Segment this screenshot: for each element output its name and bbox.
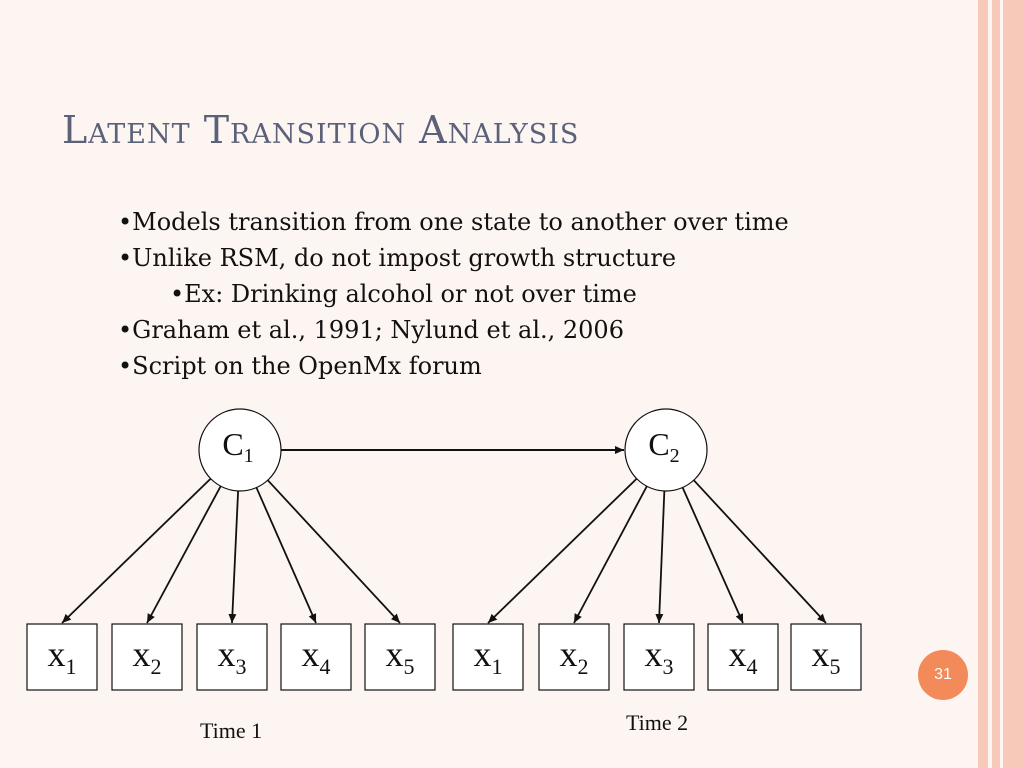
indicator-label: x3 [645, 634, 674, 679]
indicator-label: x3 [218, 634, 247, 679]
time-label-2: Time 2 [626, 710, 689, 735]
slide-title: Latent Transition Analysis [62, 108, 580, 152]
indicator-box [452, 623, 524, 691]
indicator-box [790, 623, 862, 691]
indicator-box [623, 623, 695, 691]
indicator-box [26, 623, 98, 691]
page-number-badge: 31 [918, 650, 968, 700]
indicator-box [707, 623, 779, 691]
indicator-box [364, 623, 436, 691]
loading-arrow [573, 485, 648, 624]
bullet-item: •Graham et al., 1991; Nylund et al., 200… [118, 316, 624, 344]
indicator-nodes: x1 x2 x3 x4 x5 x1 x2 x3 x4 x5 [26, 623, 862, 691]
indicator-box [196, 623, 268, 691]
right-border-stripe [978, 0, 988, 768]
loading-arrow [61, 478, 212, 624]
loading-arrow [267, 479, 401, 624]
latent-class-node [624, 408, 708, 492]
loading-arrow [681, 487, 744, 624]
loading-arrow [693, 479, 827, 624]
bullet-item: •Script on the OpenMx forum [118, 352, 482, 380]
indicator-label: x2 [560, 634, 589, 679]
latent-node-label: C2 [648, 426, 679, 467]
latent-nodes: C1 C2 [198, 408, 708, 492]
loading-arrow [487, 478, 638, 624]
indicator-label: x4 [302, 634, 331, 679]
indicator-label: x1 [48, 634, 77, 679]
loading-arrow [228, 490, 240, 624]
right-border-gap [1000, 0, 1003, 768]
indicator-box [280, 623, 352, 691]
indicator-label: x1 [474, 634, 503, 679]
bullet-item: •Unlike RSM, do not impost growth struct… [118, 244, 677, 272]
sub-bullet-item: •Ex: Drinking alcohol or not over time [170, 280, 637, 308]
right-border-stripe [992, 0, 1000, 768]
right-border-gap [988, 0, 992, 768]
bullet-list: •Models transition from one state to ano… [118, 204, 789, 384]
loading-arrow [146, 485, 222, 624]
diagram-edges [61, 446, 827, 624]
indicator-label: x5 [386, 634, 415, 679]
bullet-item: •Models transition from one state to ano… [118, 208, 789, 236]
latent-node-label: C1 [222, 426, 253, 467]
indicator-label: x4 [729, 634, 758, 679]
right-border-stripe [1003, 0, 1024, 768]
indicator-box [538, 623, 610, 691]
indicator-label: x5 [812, 634, 841, 679]
latent-class-node [198, 408, 282, 492]
time-label-1: Time 1 [200, 718, 263, 743]
indicator-label: x2 [133, 634, 162, 679]
indicator-box [111, 623, 183, 691]
loading-arrow [255, 487, 317, 624]
loading-arrow [655, 490, 666, 624]
